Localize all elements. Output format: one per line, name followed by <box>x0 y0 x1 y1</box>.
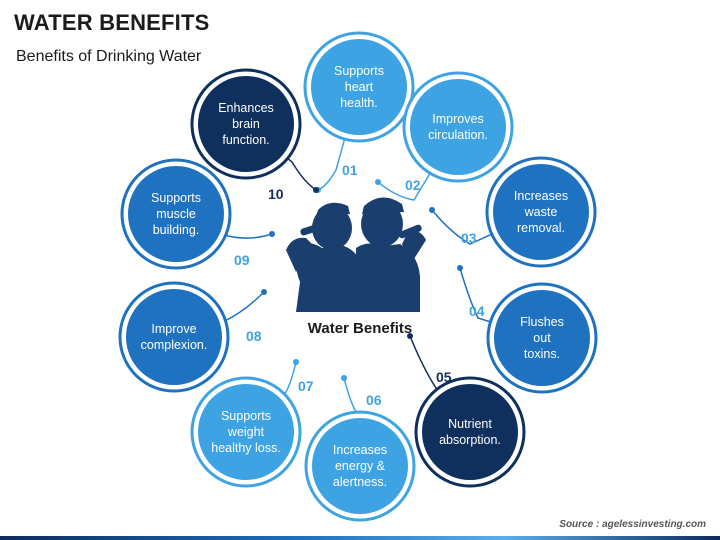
benefit-circle <box>198 76 294 172</box>
benefit-circle <box>422 384 518 480</box>
benefit-number: 05 <box>436 369 452 385</box>
connector-line <box>459 267 491 323</box>
connector-line <box>343 377 357 413</box>
benefit-circle <box>198 384 294 480</box>
benefit-circle <box>410 79 506 175</box>
benefit-text: Flushes out toxins. <box>520 315 564 361</box>
benefit-number: 01 <box>342 162 358 178</box>
connector-dot <box>261 289 267 295</box>
bottom-accent-bar <box>0 536 720 540</box>
connector-lines <box>221 138 493 413</box>
benefit-number: 06 <box>366 392 382 408</box>
benefit-text: Enhances brain function. <box>218 101 274 147</box>
benefit-text: Supports muscle building. <box>150 191 202 237</box>
benefit-circle <box>493 164 589 260</box>
benefit-number: 07 <box>298 378 314 394</box>
benefit-circle <box>126 289 222 385</box>
benefit-number: 09 <box>234 252 250 268</box>
benefit-text: Supports weight healthy loss. <box>211 409 281 455</box>
connector-dot <box>269 231 275 237</box>
benefit-circle <box>494 290 590 386</box>
benefit-circles <box>118 31 598 522</box>
connector-line <box>409 335 438 390</box>
connector-line <box>221 291 265 323</box>
connector-line <box>377 172 431 201</box>
benefit-number: 03 <box>461 230 477 246</box>
benefit-text: Increases waste removal. <box>513 189 569 235</box>
benefit-text: Improve complexion. <box>140 322 208 352</box>
benefit-circle <box>312 418 408 514</box>
connector-line <box>431 209 493 245</box>
connector-line <box>317 138 346 191</box>
benefit-text: Improves circulation. <box>428 112 488 142</box>
benefit-circle <box>311 39 407 135</box>
page-subtitle: Benefits of Drinking Water <box>16 48 202 65</box>
benefit-number: 02 <box>405 177 421 193</box>
benefit-number: 08 <box>246 328 262 344</box>
center-label: Water Benefits <box>307 320 413 337</box>
connector-dot <box>313 187 319 193</box>
benefit-text: Supports heart health. <box>333 64 385 110</box>
source-note: Source : agelessinvesting.com <box>559 519 706 530</box>
connector-dot <box>341 375 347 381</box>
benefit-text: Nutrient absorption. <box>439 417 501 447</box>
connector-dot <box>407 333 413 339</box>
benefit-number: 10 <box>268 186 284 202</box>
benefit-number: 04 <box>469 303 485 319</box>
connector-line <box>225 233 273 239</box>
page-title: WATER BENEFITS <box>14 10 210 35</box>
connector-dot <box>293 359 299 365</box>
connector-line <box>287 157 317 191</box>
benefit-text: Increases energy & alertness. <box>332 443 388 489</box>
connector-dot <box>457 265 463 271</box>
benefit-circle <box>128 166 224 262</box>
connector-dot <box>429 207 435 213</box>
people-drinking-icon <box>286 197 426 312</box>
connector-dot <box>375 179 381 185</box>
connector-line <box>283 361 297 395</box>
